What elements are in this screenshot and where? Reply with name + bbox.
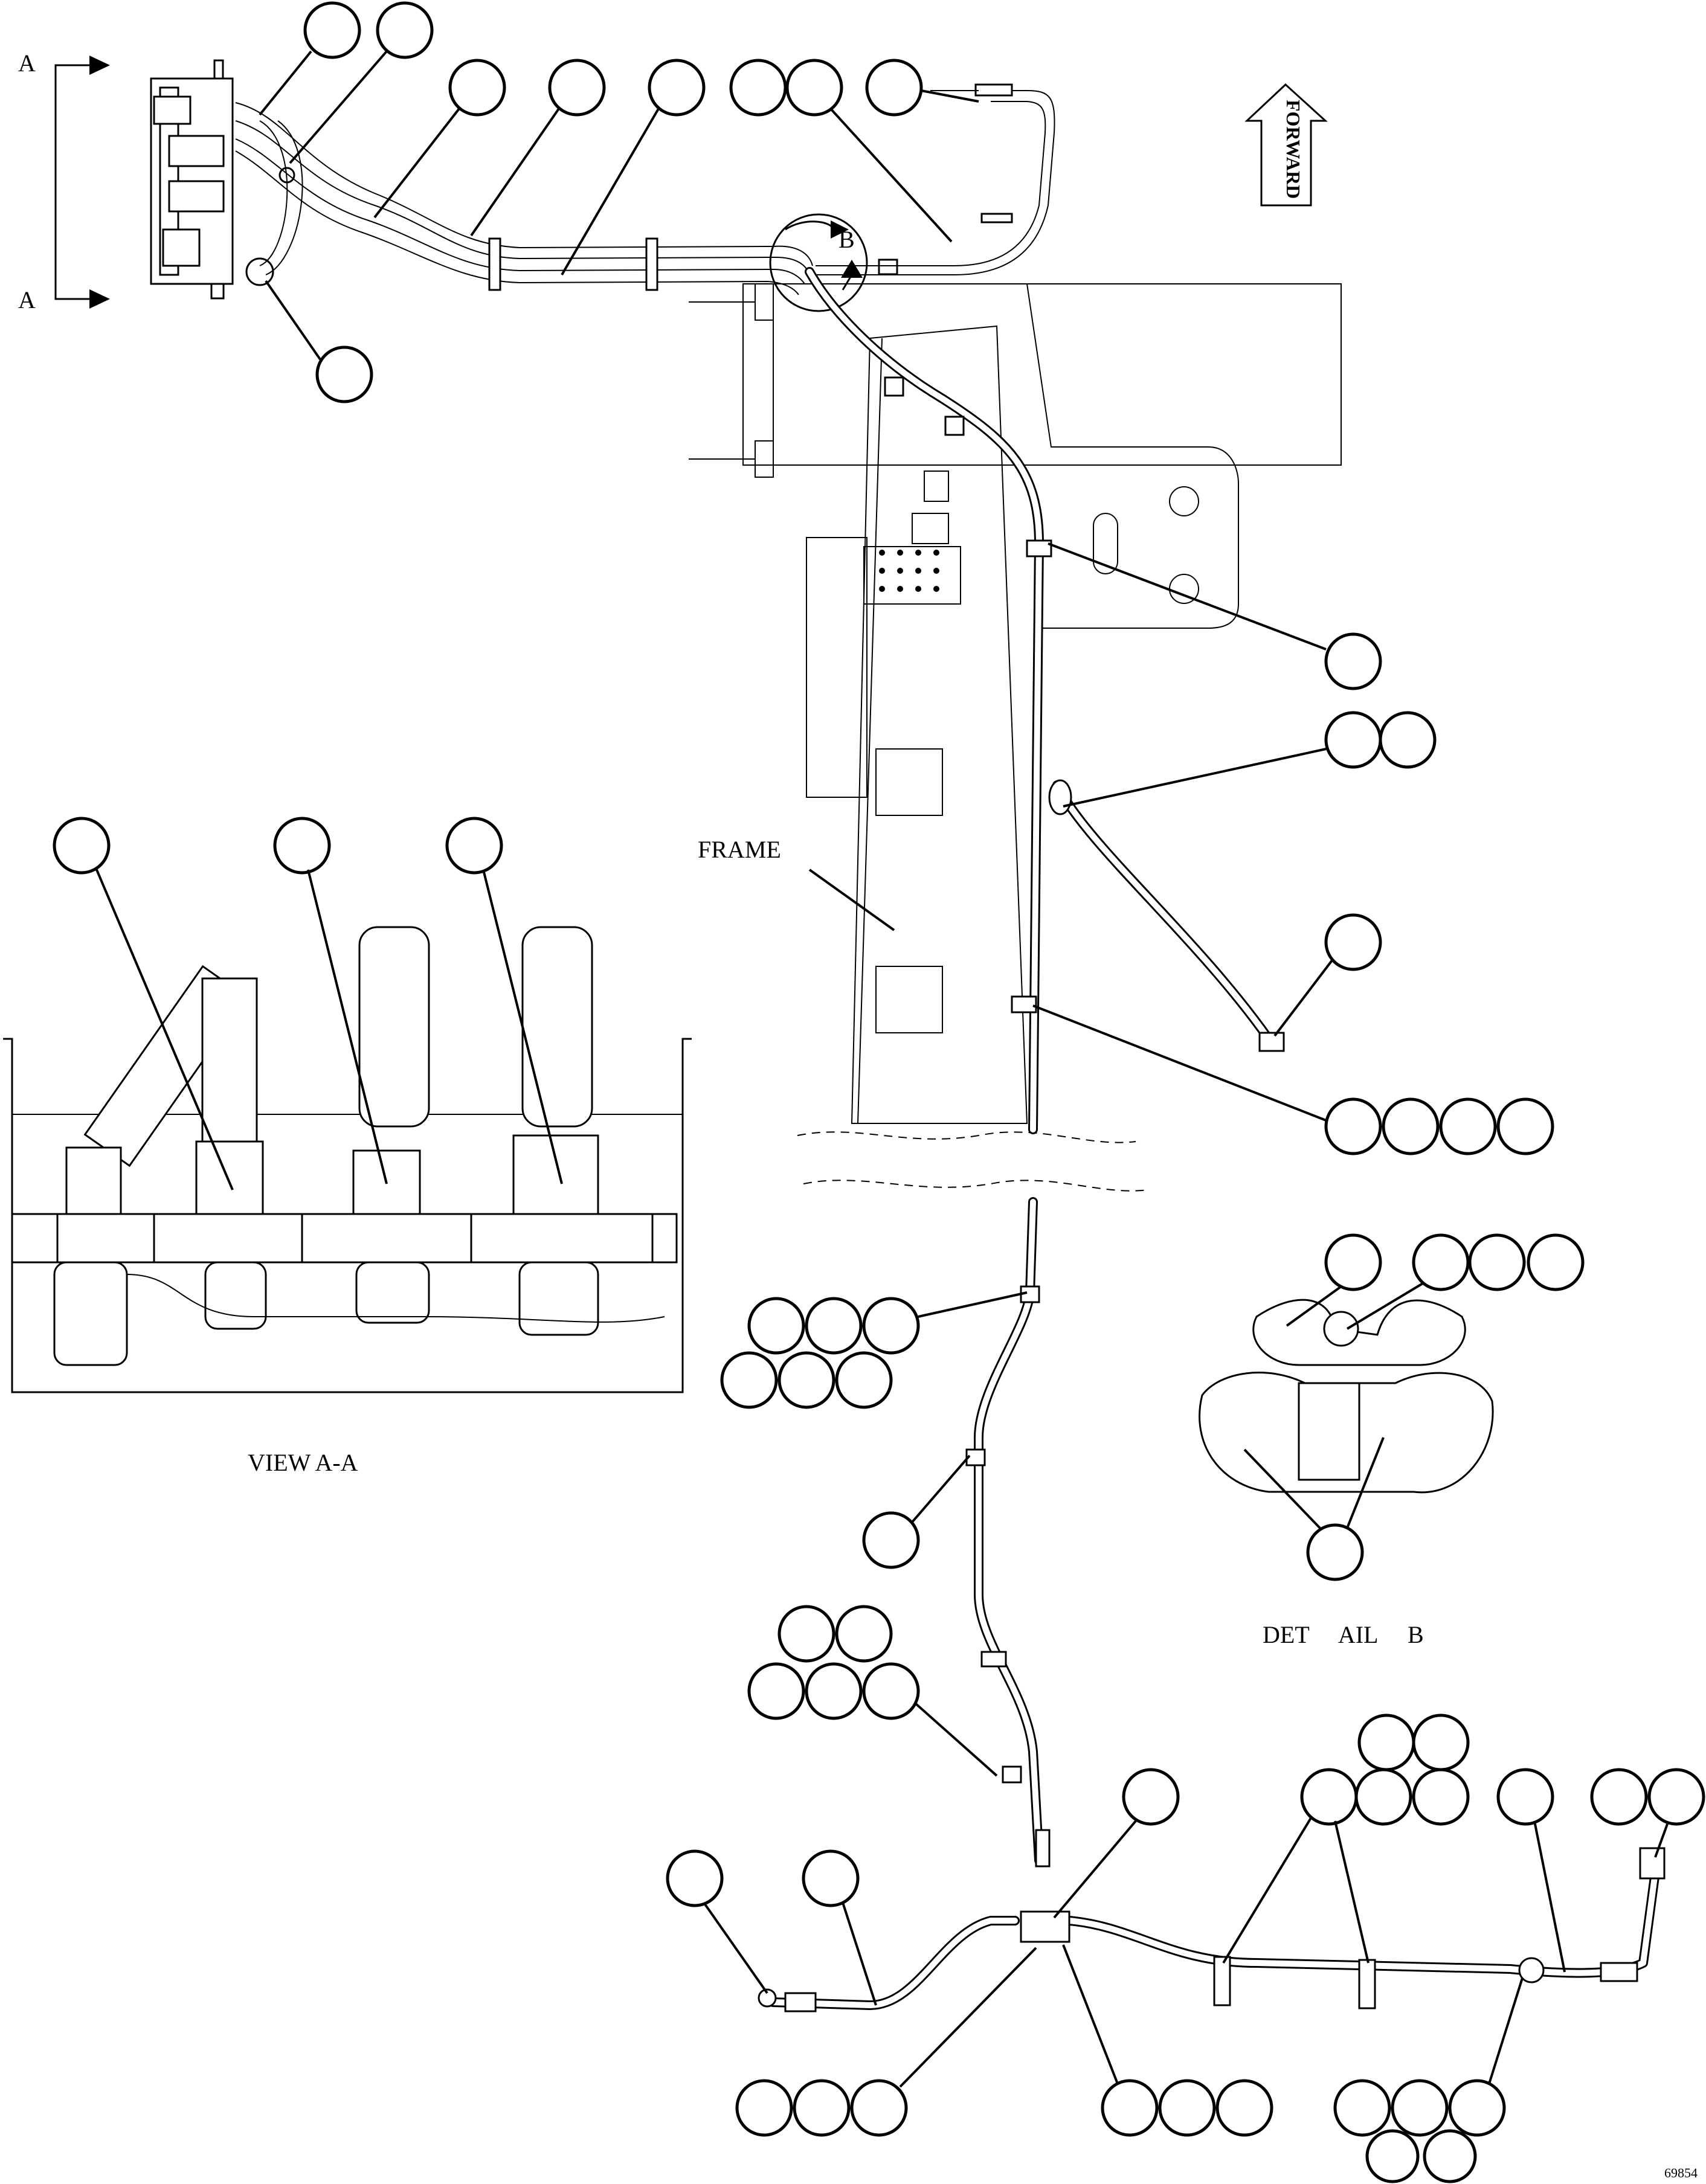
bottom-hose-run: [758, 1847, 1666, 2012]
vertical-hose-run: [805, 267, 1285, 1868]
detail-b-marker: B: [769, 213, 868, 312]
detail-b-label: DET AIL B: [1263, 1621, 1424, 1648]
machine-frame: FRAME: [689, 283, 1342, 1192]
section-cut-line-a: A A: [18, 50, 110, 313]
detail-b-view: DET AIL B: [1199, 1299, 1494, 1648]
detail-b-letter: B: [839, 226, 855, 253]
section-label-a-bottom: A: [18, 286, 36, 313]
figure-number: 69854: [1664, 2165, 1698, 2180]
frame-label: FRAME: [698, 836, 781, 863]
valve-block: [150, 59, 295, 300]
view-aa-label: VIEW A-A: [248, 1449, 358, 1476]
upper-hose-bundle: [235, 83, 1055, 295]
view-aa-detail: VIEW A-A: [3, 926, 692, 1476]
forward-arrow: FORWARD: [1244, 83, 1328, 207]
forward-label: FORWARD: [1283, 100, 1304, 199]
section-label-a-top: A: [18, 50, 36, 77]
callout-balloons: [53, 1, 1705, 2183]
